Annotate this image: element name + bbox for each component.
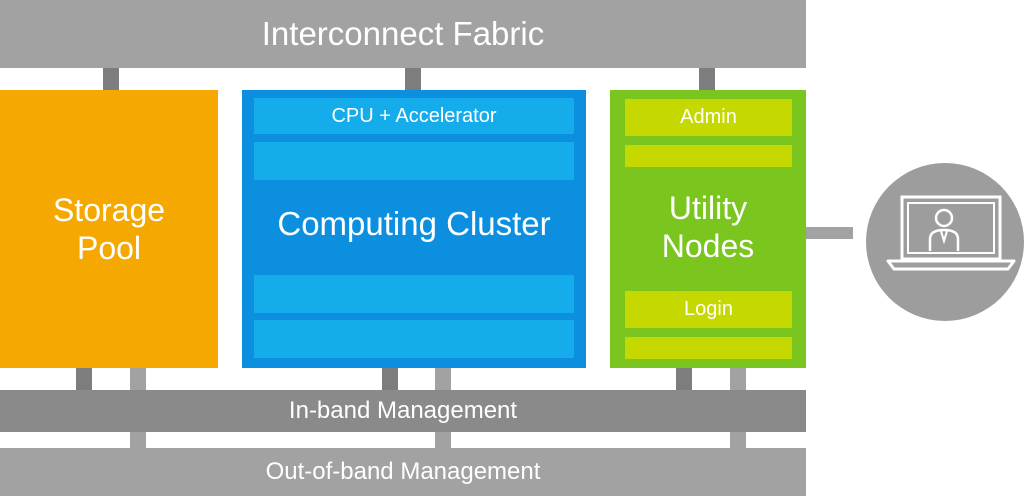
cpu-accelerator-label: CPU + Accelerator	[331, 104, 497, 127]
cluster-node-strip	[254, 320, 574, 358]
storage-pool-box: Storage Pool	[0, 90, 218, 368]
outofband-connector	[435, 432, 451, 448]
inband-connector	[76, 368, 92, 390]
outofband-connector	[730, 432, 746, 448]
outofband-connector	[130, 368, 146, 390]
outofband-management-label: Out-of-band Management	[265, 458, 541, 485]
admin-strip: Admin	[625, 99, 792, 136]
inband-connector	[676, 368, 692, 390]
interconnect-fabric-bar: Interconnect Fabric	[0, 0, 806, 68]
computing-cluster-title: Computing Cluster	[277, 205, 551, 242]
outofband-management-bar: Out-of-band Management	[0, 448, 806, 496]
user-laptop-icon	[886, 195, 1016, 271]
cluster-node-strip	[254, 275, 574, 313]
utility-node-strip	[625, 145, 792, 167]
admin-label: Admin	[680, 106, 737, 128]
user-connector	[806, 227, 853, 239]
login-label: Login	[684, 298, 733, 320]
fabric-connector	[699, 68, 715, 90]
fabric-connector	[405, 68, 421, 90]
inband-connector	[382, 368, 398, 390]
outofband-connector	[130, 432, 146, 448]
login-strip: Login	[625, 291, 792, 328]
fabric-connector	[103, 68, 119, 90]
cpu-accelerator-strip: CPU + Accelerator	[254, 98, 574, 134]
cluster-node-strip	[254, 142, 574, 180]
outofband-connector	[730, 368, 746, 390]
outofband-connector	[435, 368, 451, 390]
utility-node-strip	[625, 337, 792, 359]
interconnect-fabric-label: Interconnect Fabric	[261, 15, 545, 52]
user-circle	[866, 163, 1024, 321]
inband-management-bar: In-band Management	[0, 390, 806, 432]
inband-management-label: In-band Management	[288, 397, 518, 424]
utility-nodes-title: Utility Nodes	[661, 190, 755, 264]
storage-pool-label: Storage	[52, 192, 166, 228]
storage-pool-label: Pool	[76, 230, 142, 266]
